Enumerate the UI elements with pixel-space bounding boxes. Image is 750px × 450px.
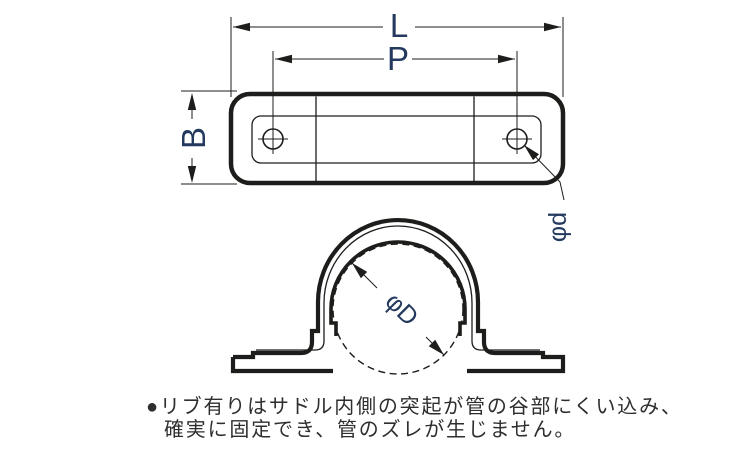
arrow-L-right [544,22,561,32]
arrow-P-left [275,54,292,64]
note-line-1: ●リブ有りはサドル内側の突起が管の谷部にくい込み、 [146,396,683,418]
dim-label-hole-dia: φd [544,212,572,242]
plate-inner-face [251,115,542,164]
arrow-hole-dia [524,145,539,161]
leader-line-hole-dia [523,144,565,201]
saddle-inner-profile-rib [329,240,467,336]
dimensions [181,17,565,201]
pipe-dashed-circle [332,243,464,375]
arrow-P-right [498,54,515,64]
plate-outline [228,91,566,186]
dim-label-pitch: P [387,40,409,77]
note-text: ●リブ有りはサドル内側の突起が管の谷部にくい込み、 確実に固定でき、管のズレが生… [146,396,683,441]
top-view [228,91,566,186]
arrow-pipe-dia-lower [428,339,444,355]
dim-label-width: B [175,127,212,149]
arrow-B-top [187,93,197,110]
saddle-thin-edge-left [256,303,325,351]
saddle-outer-profile [230,217,566,374]
saddle-thin-edge-arc [323,225,473,304]
front-view [230,217,566,375]
arrow-L-left [233,22,250,32]
note-line-2: 確実に固定でき、管のズレが生じません。 [164,418,577,441]
saddle-thin-edge-right [471,303,540,351]
arrow-pipe-dia-upper [352,263,368,279]
arrow-B-bottom [187,166,197,183]
dim-label-length: L [390,7,408,44]
dim-label-pipe-dia: φD [380,287,424,331]
